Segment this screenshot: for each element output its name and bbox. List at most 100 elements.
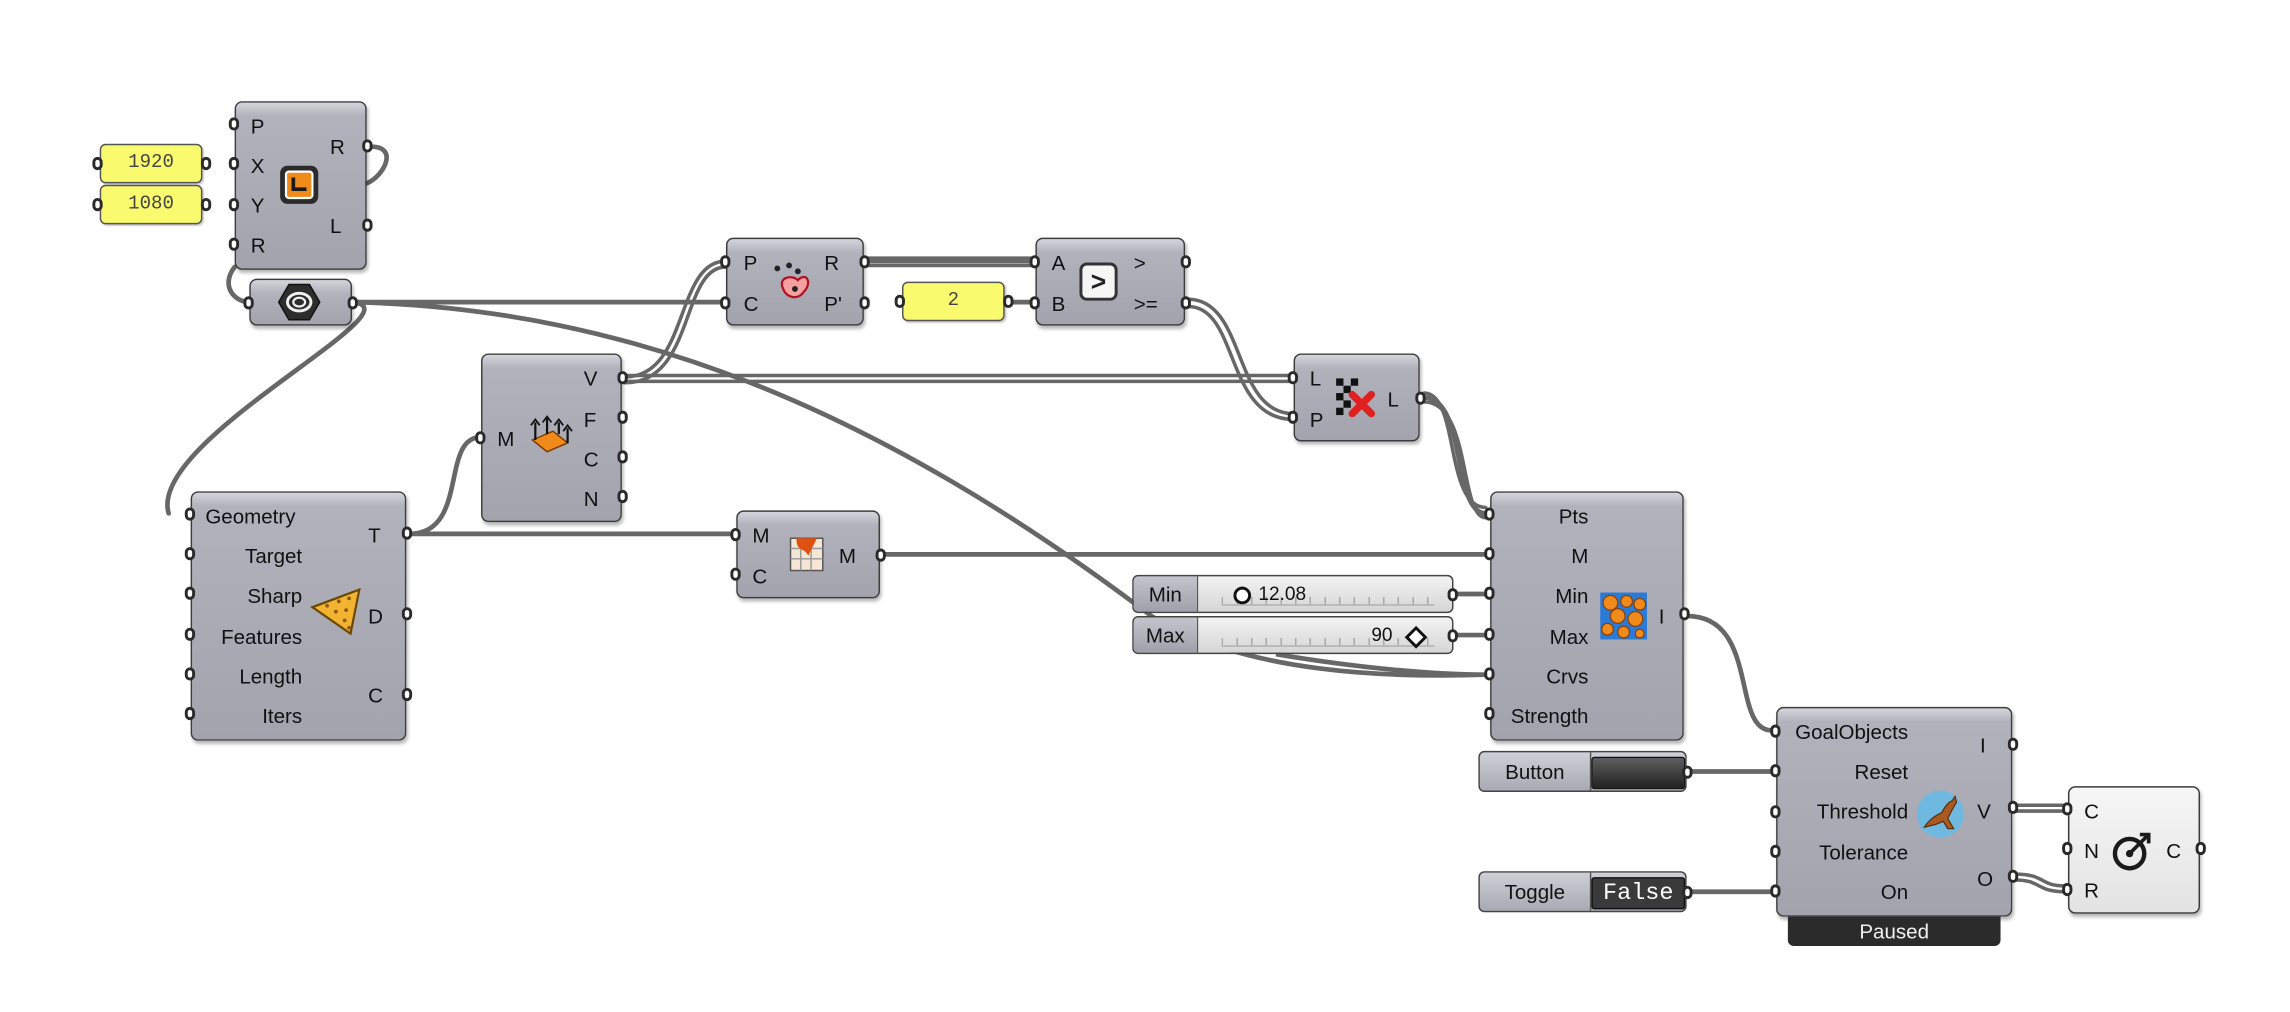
cull-port-out-l[interactable] (1415, 391, 1426, 405)
remesh-input-target: Target (245, 544, 303, 568)
solver-port-tolerance[interactable] (1770, 844, 1781, 858)
sc-port-strength[interactable] (1484, 706, 1495, 721)
sc-input-crvs: Crvs (1546, 664, 1589, 688)
sc-port-max[interactable] (1484, 627, 1495, 641)
rect-port-r[interactable] (228, 237, 240, 251)
min-slider-out[interactable] (1447, 588, 1458, 602)
pull-port-p[interactable] (720, 255, 731, 269)
circle-cnr-icon (2112, 832, 2151, 871)
brep-port-out[interactable] (347, 296, 358, 310)
remesh-port-sharp[interactable] (184, 586, 196, 600)
decon-output-c: C (583, 447, 599, 471)
panel-width-input[interactable] (92, 156, 103, 171)
cull-pattern-component[interactable]: L P L (1293, 353, 1420, 442)
cull-port-l[interactable] (1287, 371, 1298, 385)
remesh-component[interactable]: Geometry Target Sharp Features Length It… (190, 491, 407, 741)
button-out[interactable] (1682, 765, 1693, 779)
meshcol-port-m[interactable] (730, 528, 741, 542)
min-slider-knob[interactable] (1233, 586, 1252, 605)
panel-count-input[interactable] (894, 294, 905, 308)
panel-height-input[interactable] (92, 198, 103, 212)
button-face[interactable] (1591, 756, 1686, 790)
remesh-port-out-t[interactable] (401, 526, 413, 540)
solver-port-on[interactable] (1770, 884, 1781, 898)
solver-input-goalobjects: GoalObjects (1795, 720, 1909, 744)
rect-port-out-r[interactable] (362, 139, 373, 153)
panel-width[interactable]: 1920 (99, 143, 203, 184)
rect-port-y[interactable] (228, 198, 240, 212)
decon-port-m[interactable] (475, 431, 486, 445)
sc-port-out-i[interactable] (1679, 607, 1690, 621)
circle-port-c[interactable] (2062, 802, 2073, 816)
max-slider[interactable]: Max 90 (1132, 616, 1454, 655)
rect-input-r: R (250, 233, 266, 257)
rect-port-out-l[interactable] (362, 218, 373, 232)
remesh-port-out-c[interactable] (401, 687, 413, 702)
solver-port-reset[interactable] (1770, 764, 1781, 778)
remesh-port-geometry[interactable] (184, 507, 196, 521)
remesh-port-target[interactable] (184, 547, 196, 561)
button-widget[interactable]: Button (1478, 750, 1687, 792)
larger-input-b: B (1051, 291, 1066, 316)
larger-than-component[interactable]: A B > >= > (1035, 237, 1186, 326)
sc-port-min[interactable] (1484, 586, 1495, 600)
larger-port-b[interactable] (1029, 296, 1040, 310)
larger-port-a[interactable] (1029, 255, 1040, 269)
cull-port-p[interactable] (1287, 410, 1298, 424)
solver-port-out-o[interactable] (2007, 869, 2019, 883)
circle-port-out-c[interactable] (2195, 841, 2206, 856)
remesh-port-features[interactable] (184, 627, 196, 641)
max-slider-out[interactable] (1447, 629, 1458, 643)
panel-count[interactable]: 2 (902, 281, 1005, 322)
mesh-colour-component[interactable]: M C M (736, 510, 880, 599)
sphere-collide-component[interactable]: Pts M Min Max Crvs Strength I (1490, 491, 1684, 741)
solver-port-threshold[interactable] (1770, 805, 1781, 819)
brep-param[interactable] (249, 278, 352, 326)
sc-port-pts[interactable] (1484, 507, 1495, 521)
solver-port-goals[interactable] (1770, 724, 1781, 738)
toggle-out[interactable] (1682, 885, 1693, 900)
larger-port-gt[interactable] (1180, 255, 1191, 269)
sc-input-strength: Strength (1510, 704, 1589, 728)
rect-port-p[interactable] (228, 117, 240, 131)
solver-port-out-v[interactable] (2007, 800, 2019, 814)
deconstruct-mesh-component[interactable]: M V F C N (481, 353, 622, 523)
remesh-port-length[interactable] (184, 667, 196, 681)
toggle-widget[interactable]: Toggle False (1478, 871, 1687, 913)
decon-port-v[interactable] (617, 371, 628, 385)
rect-port-x[interactable] (228, 156, 240, 171)
decon-port-f[interactable] (617, 410, 628, 424)
kangaroo-solver-component[interactable]: GoalObjects Reset Threshold Tolerance On… (1776, 706, 2013, 917)
panel-height[interactable]: 1080 (99, 184, 203, 225)
pull-point-component[interactable]: P C R P' (726, 237, 864, 326)
pull-port-out-p[interactable] (859, 296, 870, 310)
panel-width-output[interactable] (200, 156, 212, 171)
circle-port-r[interactable] (2062, 882, 2073, 897)
sc-port-m[interactable] (1484, 547, 1495, 561)
brep-port-in[interactable] (243, 296, 254, 310)
decon-port-c[interactable] (617, 450, 628, 464)
min-slider-track[interactable] (1221, 596, 1435, 606)
panel-count-output[interactable] (1003, 294, 1014, 308)
remesh-port-out-d[interactable] (401, 607, 413, 621)
solver-port-out-i[interactable] (2007, 737, 2019, 751)
pull-port-out-r[interactable] (859, 255, 870, 269)
min-slider[interactable]: Min 12.08 (1132, 574, 1454, 614)
sc-port-crvs[interactable] (1484, 667, 1495, 681)
panel-height-output[interactable] (200, 198, 212, 212)
meshcol-input-c: C (752, 564, 768, 589)
meshcol-port-c[interactable] (730, 567, 741, 581)
circle-input-r: R (2084, 878, 2099, 902)
pull-port-c[interactable] (720, 296, 731, 310)
circle-port-n[interactable] (2062, 841, 2073, 856)
remesh-output-t: T (368, 523, 381, 548)
remesh-port-iters[interactable] (184, 706, 196, 721)
max-slider-track[interactable] (1221, 638, 1435, 647)
circle-cnr-component[interactable]: C N R C (2068, 786, 2200, 914)
toggle-value[interactable]: False (1591, 877, 1686, 910)
rectangle-component[interactable]: P X Y R R L (234, 101, 367, 270)
meshcol-port-out-m[interactable] (875, 548, 886, 562)
remesh-input-iters: Iters (262, 704, 303, 728)
decon-port-n[interactable] (617, 489, 628, 504)
larger-port-gte[interactable] (1180, 296, 1191, 310)
